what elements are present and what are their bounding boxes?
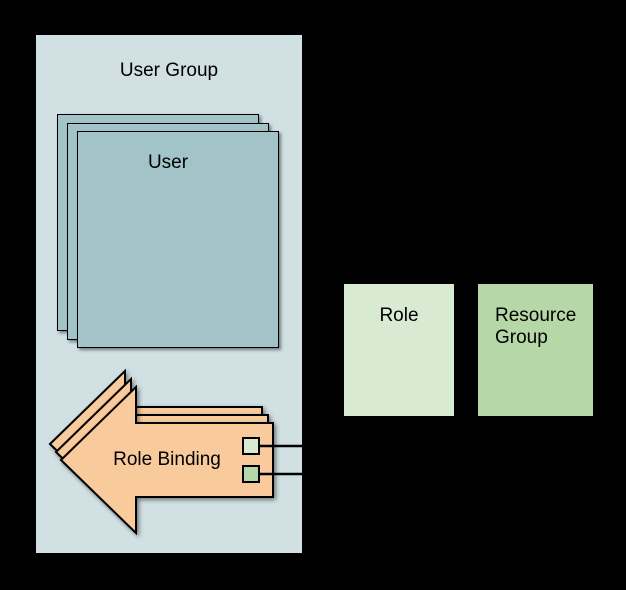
- resource-group-box: Resource Group: [478, 284, 593, 416]
- role-binding-label: Role Binding: [113, 449, 221, 470]
- user-group-label: User Group: [119, 60, 219, 81]
- user-label: User: [147, 152, 189, 173]
- resource-group-box-label: Resource Group: [495, 305, 577, 348]
- role-box: Role: [344, 284, 454, 416]
- role-box-label: Role: [379, 305, 419, 326]
- user-card-front: [77, 131, 279, 348]
